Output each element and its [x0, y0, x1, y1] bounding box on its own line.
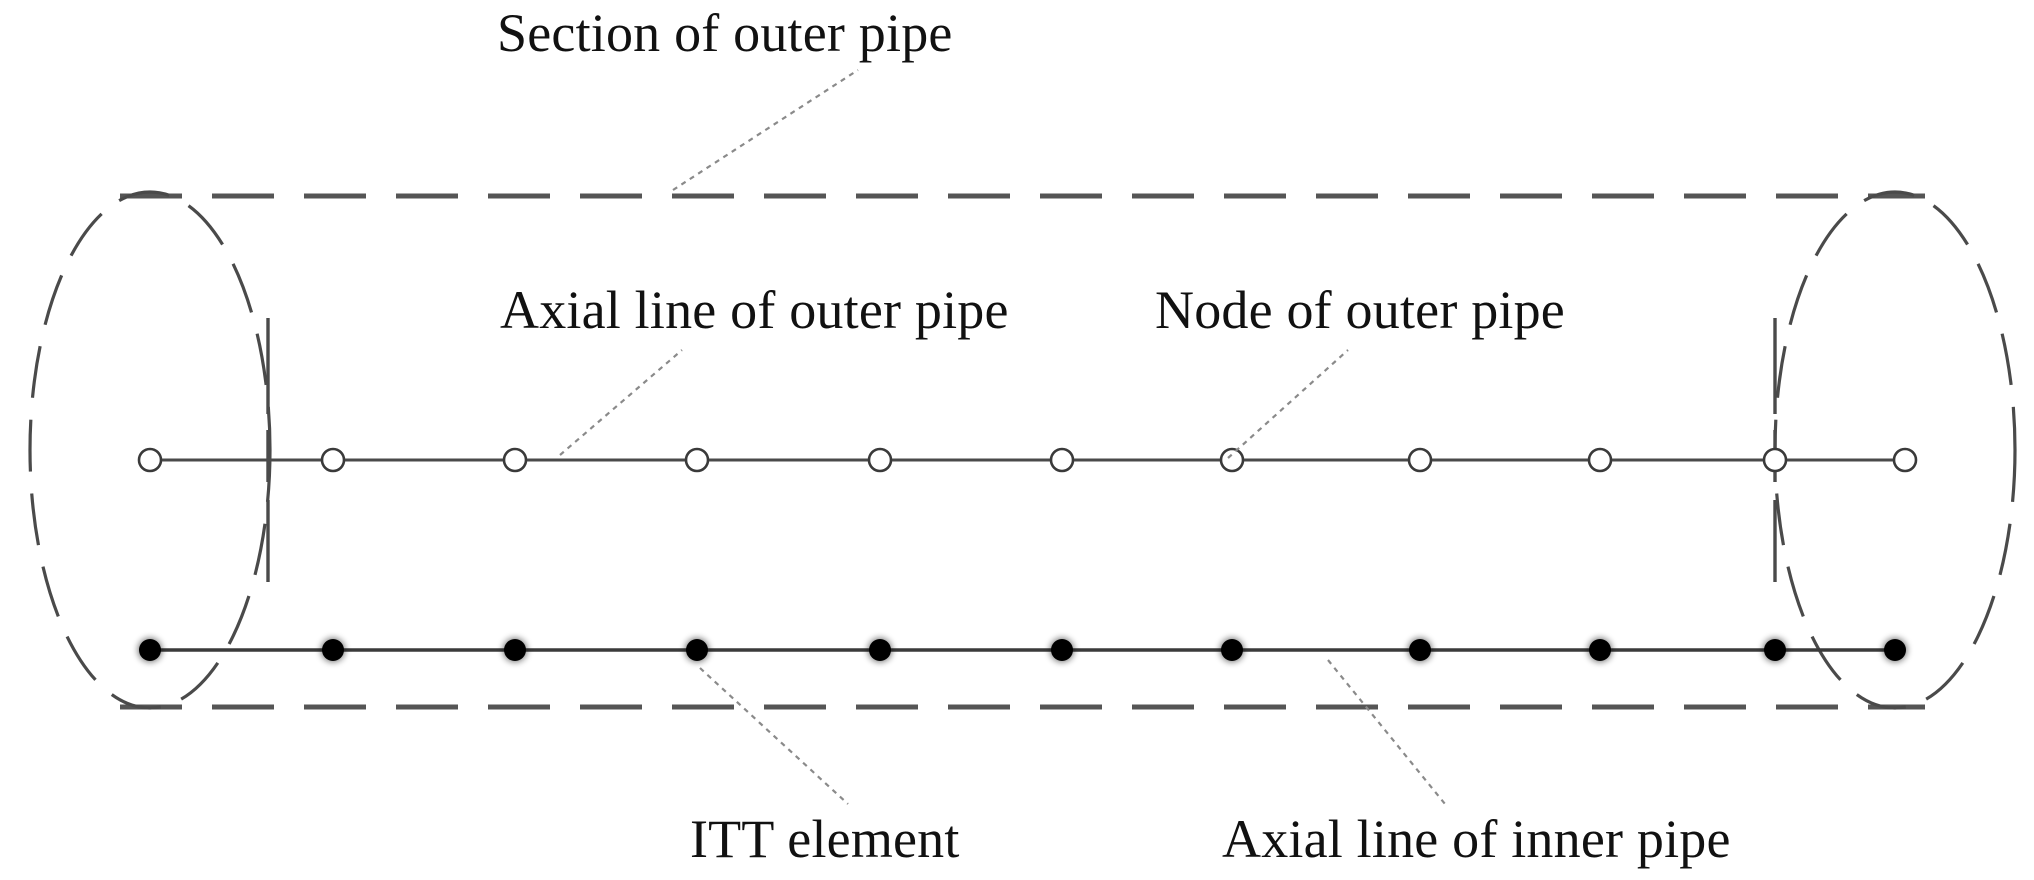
leader-axial-outer-icon	[559, 349, 683, 456]
node-outer-pipe	[1049, 447, 1075, 473]
node-inner-pipe	[1884, 639, 1906, 661]
label-axial-line-of-outer-pipe: Axial line of outer pipe	[500, 280, 1009, 340]
section-marker-lines	[266, 318, 1777, 582]
node-outer-pipe	[684, 447, 710, 473]
left-end-cap-ellipse	[28, 190, 272, 710]
leader-itt-element-icon	[699, 667, 849, 805]
node-outer-pipe	[1587, 447, 1613, 473]
leader-node-outer-icon	[1227, 349, 1349, 459]
outer-pipe-body	[120, 193, 1925, 710]
node-outer-pipe	[867, 447, 893, 473]
node-inner-pipe	[686, 639, 708, 661]
node-outer-pipe	[320, 447, 346, 473]
node-inner-pipe	[139, 639, 161, 661]
label-axial-line-of-inner-pipe: Axial line of inner pipe	[1222, 809, 1731, 869]
node-inner-pipe	[1764, 639, 1786, 661]
node-outer-pipe	[502, 447, 528, 473]
inner-pipe-nodes	[139, 639, 1906, 661]
node-outer-pipe	[1219, 447, 1245, 473]
outer-pipe-nodes	[137, 447, 1918, 473]
leader-axial-inner-icon	[1327, 659, 1446, 805]
node-inner-pipe	[1409, 639, 1431, 661]
node-outer-pipe	[1762, 447, 1788, 473]
node-outer-pipe	[137, 447, 163, 473]
node-inner-pipe	[1051, 639, 1073, 661]
node-inner-pipe	[869, 639, 891, 661]
outer-pipe-axial-line-group	[137, 447, 1918, 473]
leader-section-outer-icon	[672, 69, 859, 191]
node-inner-pipe	[1221, 639, 1243, 661]
node-inner-pipe	[504, 639, 526, 661]
label-node-of-outer-pipe: Node of outer pipe	[1155, 280, 1565, 340]
node-outer-pipe	[1407, 447, 1433, 473]
node-outer-pipe	[1892, 447, 1918, 473]
leader-lines	[559, 69, 1446, 805]
inner-pipe-axial-line-group	[138, 638, 1907, 662]
label-section-of-outer-pipe: Section of outer pipe	[497, 3, 953, 63]
node-inner-pipe	[1589, 639, 1611, 661]
node-inner-pipe	[322, 639, 344, 661]
right-end-cap-ellipse	[1773, 190, 2017, 710]
label-itt-element: ITT element	[690, 809, 960, 869]
